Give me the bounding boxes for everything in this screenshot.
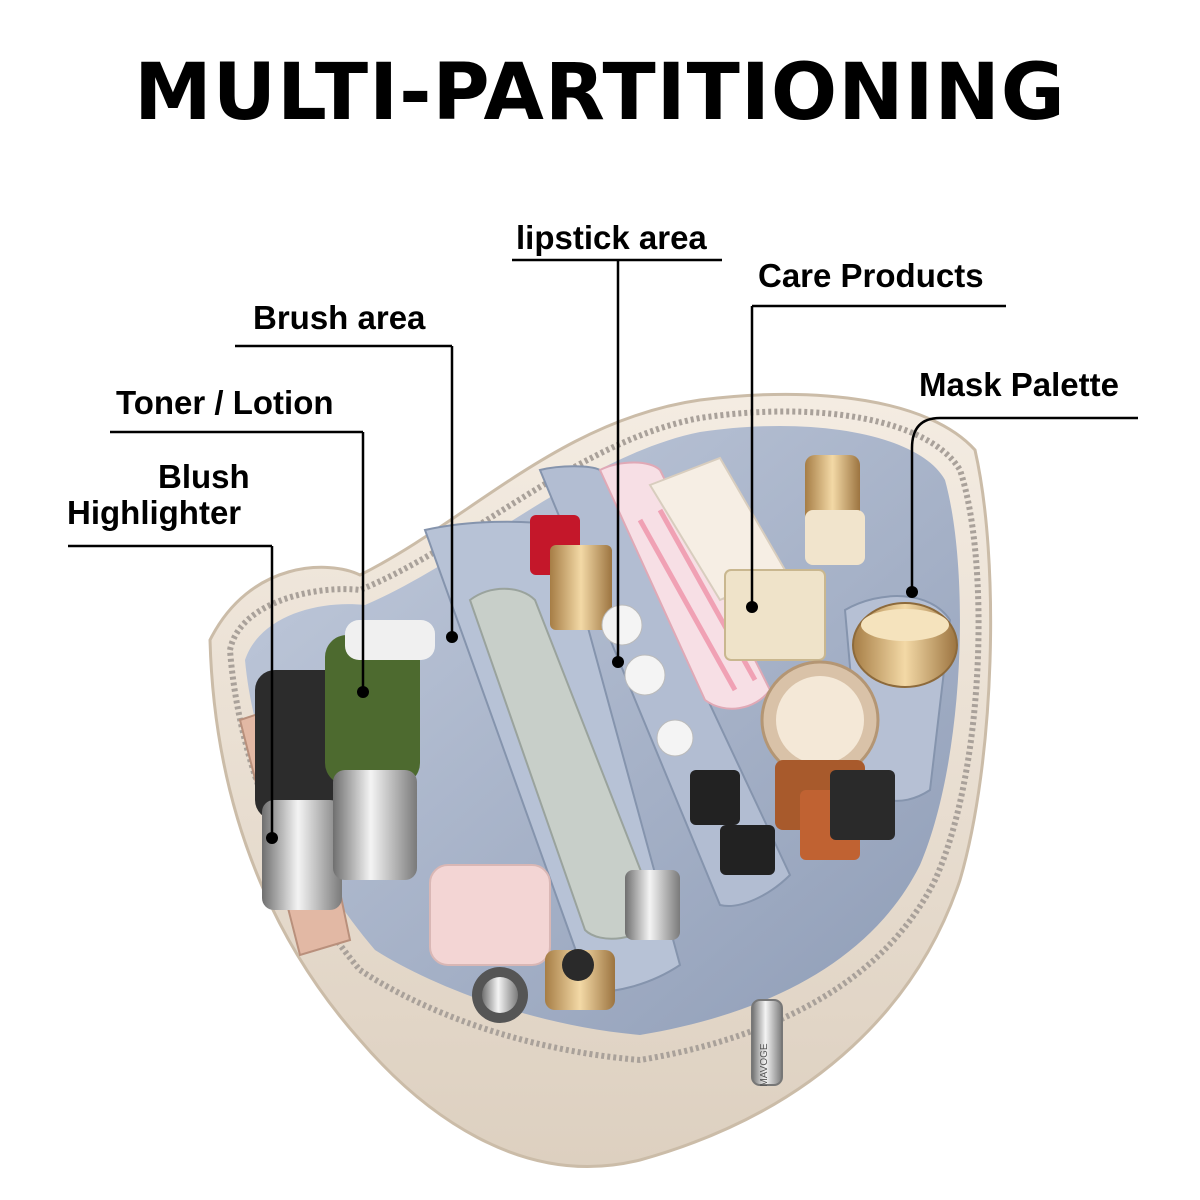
label-brush-area: Brush area	[253, 299, 426, 336]
label-blush: Blush	[158, 458, 250, 495]
zipper-tag-text: MAVOGE	[759, 1043, 770, 1086]
headline: MULTI-PARTITIONING	[134, 48, 1066, 138]
label-lipstick-area: lipstick area	[516, 219, 707, 256]
zipper-pull	[751, 999, 783, 1086]
label-toner-lotion: Toner / Lotion	[116, 384, 334, 421]
label-care-products: Care Products	[758, 257, 984, 294]
label-highlighter: Highlighter	[67, 494, 242, 531]
leader-dots	[266, 586, 918, 844]
zipper-track	[226, 408, 982, 1064]
label-mask-palette: Mask Palette	[919, 366, 1119, 403]
leader-lines	[68, 258, 1138, 838]
mask-leader	[910, 416, 1138, 592]
